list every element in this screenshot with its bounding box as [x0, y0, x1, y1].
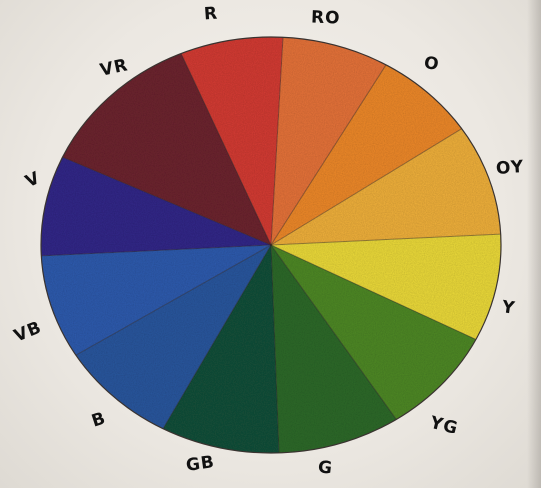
segment-vb — [41, 245, 271, 356]
segment-y — [271, 234, 502, 340]
segment-label-r: R — [203, 3, 219, 25]
paper-edge-shadow — [527, 0, 541, 488]
segment-divider — [270, 128, 462, 246]
segment-label-ro: RO — [310, 7, 341, 29]
segment-gb — [163, 245, 279, 454]
segment-divider — [62, 156, 272, 246]
segment-vr — [62, 53, 271, 245]
wheel-outline — [40, 36, 502, 454]
segment-divider — [41, 244, 272, 257]
segment-b — [75, 245, 272, 429]
segment-yg — [271, 245, 476, 420]
segment-divider — [75, 244, 272, 356]
segment-ro — [271, 37, 386, 245]
segment-oy — [271, 128, 501, 245]
segment-label-y: Y — [500, 297, 517, 319]
segment-divider — [270, 37, 284, 246]
segment-divider — [270, 244, 397, 420]
segment-o — [271, 64, 462, 246]
segment-v — [40, 157, 271, 256]
segment-divider — [270, 244, 280, 453]
segment-label-g: G — [316, 457, 334, 479]
segment-label-gb: GB — [184, 452, 217, 476]
segment-r — [181, 37, 283, 246]
segment-divider — [162, 244, 272, 429]
segment-g — [271, 245, 397, 453]
segment-divider — [270, 233, 501, 246]
segment-divider — [270, 244, 477, 340]
segment-label-oy: OY — [495, 157, 525, 179]
segment-divider — [180, 53, 272, 246]
segment-divider — [270, 64, 387, 246]
